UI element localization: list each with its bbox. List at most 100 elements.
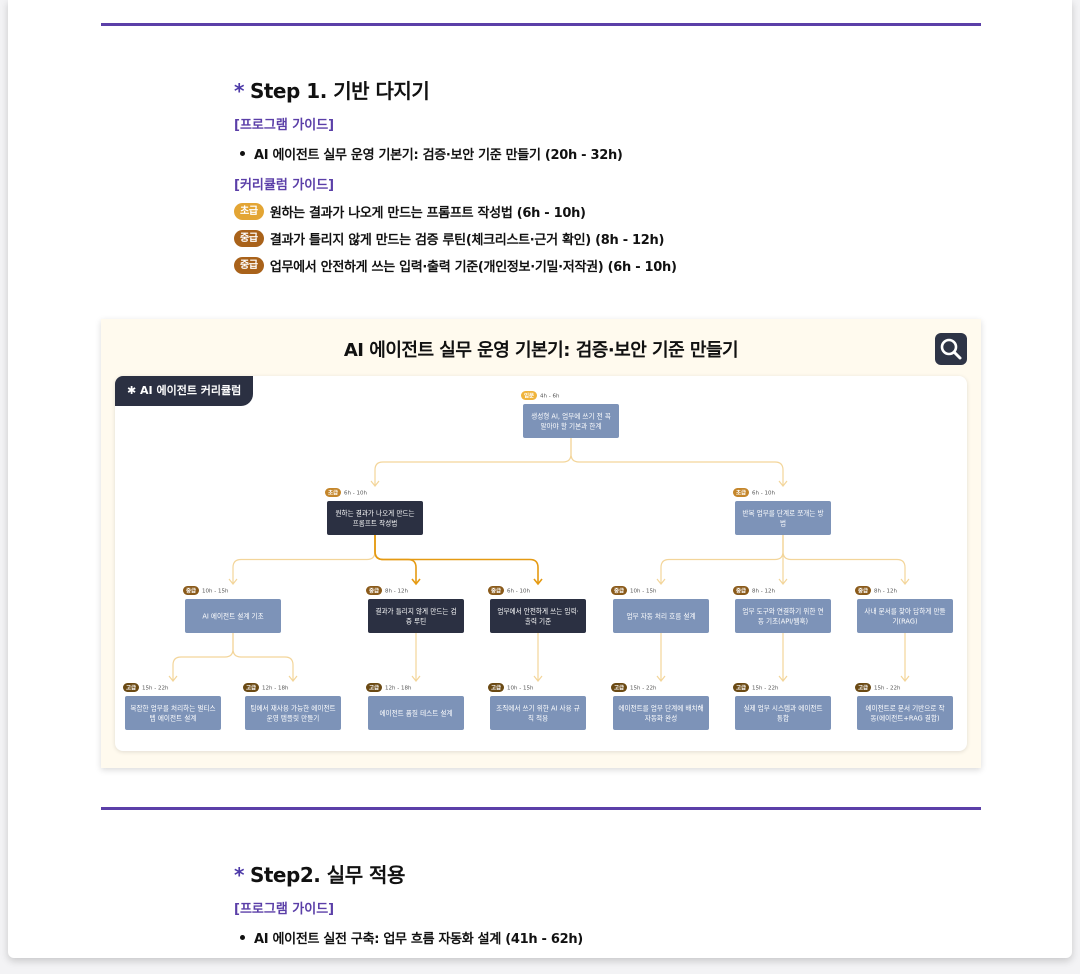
- node-level-text: 중급: [369, 587, 379, 595]
- diagram-title: AI 에이전트 실무 운영 기본기: 검증·보안 기준 만들기: [343, 340, 739, 361]
- diagram-node: [735, 501, 831, 535]
- node-label: 에이전트를 업무 단계에 배치해: [618, 704, 703, 713]
- node-hours: 15h - 22h: [142, 686, 169, 692]
- node-label: 팀에서 재사용 가능한 에이전트: [250, 704, 335, 713]
- node-level-badge: [611, 586, 627, 595]
- diagram-node: [735, 599, 831, 633]
- step2-title-text: Step2. 실무 적용: [249, 863, 405, 887]
- node-level-text: 초급: [736, 489, 746, 497]
- section-divider: [101, 807, 981, 810]
- node-level-badge: [488, 683, 504, 692]
- edge-arrow: [288, 675, 298, 682]
- node-level-text: 중급: [491, 587, 501, 595]
- node-hours: 12h - 18h: [262, 686, 289, 692]
- node-hours: 8h - 12h: [752, 589, 775, 595]
- node-level-badge: [243, 683, 259, 692]
- step1-title: *Step 1. 기반 다지기: [234, 75, 430, 104]
- node-level-badge: [123, 683, 139, 692]
- diagram-node: [857, 696, 953, 730]
- edge-arrow: [411, 675, 421, 682]
- node-level-badge: [521, 391, 537, 400]
- curriculum-item: 중급 업무에서 안전하게 쓰는 입력·출력 기준(개인정보·기밀·저작권) (6…: [234, 256, 677, 275]
- node-level-text: 초급: [328, 489, 338, 497]
- diagram-node: [490, 696, 586, 730]
- edge-arrow: [168, 675, 178, 682]
- step1-star: *: [234, 79, 244, 103]
- step1-program-item-text: AI 에이전트 실무 운영 기본기: 검증·보안 기준 만들기 (20h - 3…: [254, 148, 623, 163]
- node-hours: 6h - 10h: [344, 491, 367, 497]
- node-level-badge: [325, 488, 341, 497]
- curriculum-tag: ✱ AI 에이전트 커리큘럼: [115, 376, 254, 406]
- node-label: 사내 문서를 찾아 답하게 만들: [864, 607, 945, 616]
- diagram-edge: [374, 535, 539, 584]
- edge-arrow: [656, 675, 666, 682]
- node-label: 반복 업무를 단계로 쪼개는 방: [742, 509, 823, 518]
- node-level-badge: [733, 683, 749, 692]
- node-level-badge: [488, 586, 504, 595]
- step2-star: *: [234, 863, 244, 887]
- bullet-dot: [240, 151, 245, 156]
- node-level-text: 고급: [369, 684, 379, 692]
- edge-arrow: [778, 675, 788, 682]
- diagram-node: [613, 696, 709, 730]
- node-level-badge: [855, 586, 871, 595]
- level-badge: 중급: [234, 257, 264, 274]
- edge-arrow: [411, 578, 421, 586]
- node-level-text: 입문: [524, 392, 534, 400]
- node-label: 텝 에이전트 설계: [150, 714, 197, 723]
- node-level-text: 고급: [491, 684, 501, 692]
- node-level-text: 중급: [186, 587, 196, 595]
- edge-arrow: [533, 675, 543, 682]
- diagram-node: [125, 696, 221, 730]
- edge-arrow: [900, 578, 910, 585]
- diagram-node: [245, 696, 341, 730]
- node-label: 동(에이전트+RAG 결합): [870, 714, 939, 723]
- node-label: 원하는 결과가 나오게 만드는: [335, 509, 414, 518]
- node-label: 업무에서 안전하게 쓰는 입력·: [497, 607, 578, 616]
- diagram-edge: [232, 535, 376, 584]
- level-badge: 초급: [234, 203, 264, 220]
- node-label: 기(RAG): [892, 617, 917, 626]
- node-hours: 6h - 10h: [507, 589, 530, 595]
- search-icon: [940, 338, 962, 360]
- node-hours: 12h - 18h: [385, 686, 412, 692]
- node-label: 결과가 틀리지 않게 만드는 검: [375, 607, 456, 616]
- edge-arrow: [778, 578, 788, 585]
- node-hours: 15h - 22h: [874, 686, 901, 692]
- diagram-edge: [782, 535, 906, 584]
- node-level-badge: [366, 586, 382, 595]
- node-level-text: 고급: [736, 684, 746, 692]
- node-label: 알아야 할 기본과 한계: [541, 422, 602, 431]
- diagram-edge: [172, 633, 234, 681]
- node-hours: 8h - 12h: [874, 589, 897, 595]
- node-label: 증 루틴: [406, 617, 426, 626]
- edge-arrow: [533, 578, 543, 586]
- node-label: 자동화 완성: [645, 714, 677, 723]
- diagram-edge: [660, 535, 784, 584]
- node-label: 에이전트 품질 테스트 설계: [379, 709, 452, 718]
- diagram-node: [368, 599, 464, 633]
- node-hours: 15h - 22h: [630, 686, 657, 692]
- diagram-node: [735, 696, 831, 730]
- bullet-dot: [240, 935, 245, 940]
- node-level-badge: [366, 683, 382, 692]
- node-hours: 15h - 22h: [752, 686, 779, 692]
- node-level-badge: [855, 683, 871, 692]
- step2-program-item: AI 에이전트 실전 구축: 업무 흐름 자동화 설계 (41h - 62h): [240, 928, 583, 947]
- edge-arrow: [656, 578, 666, 585]
- level-badge: 중급: [234, 230, 264, 247]
- node-label: AI 에이전트 설계 기초: [202, 612, 263, 621]
- node-label: 칙 적용: [528, 715, 548, 723]
- node-label: 실제 업무 시스템과 에이전트: [743, 704, 822, 713]
- diagram-node: [185, 599, 281, 633]
- node-level-badge: [733, 488, 749, 497]
- node-level-text: 고급: [246, 684, 256, 692]
- search-button[interactable]: [935, 333, 967, 365]
- node-level-text: 고급: [614, 684, 624, 692]
- diagram-node: [327, 501, 423, 535]
- node-hours: 10h - 15h: [507, 686, 534, 692]
- step2-program-item-text: AI 에이전트 실전 구축: 업무 흐름 자동화 설계 (41h - 62h): [254, 932, 583, 947]
- diagram-node: [613, 599, 709, 633]
